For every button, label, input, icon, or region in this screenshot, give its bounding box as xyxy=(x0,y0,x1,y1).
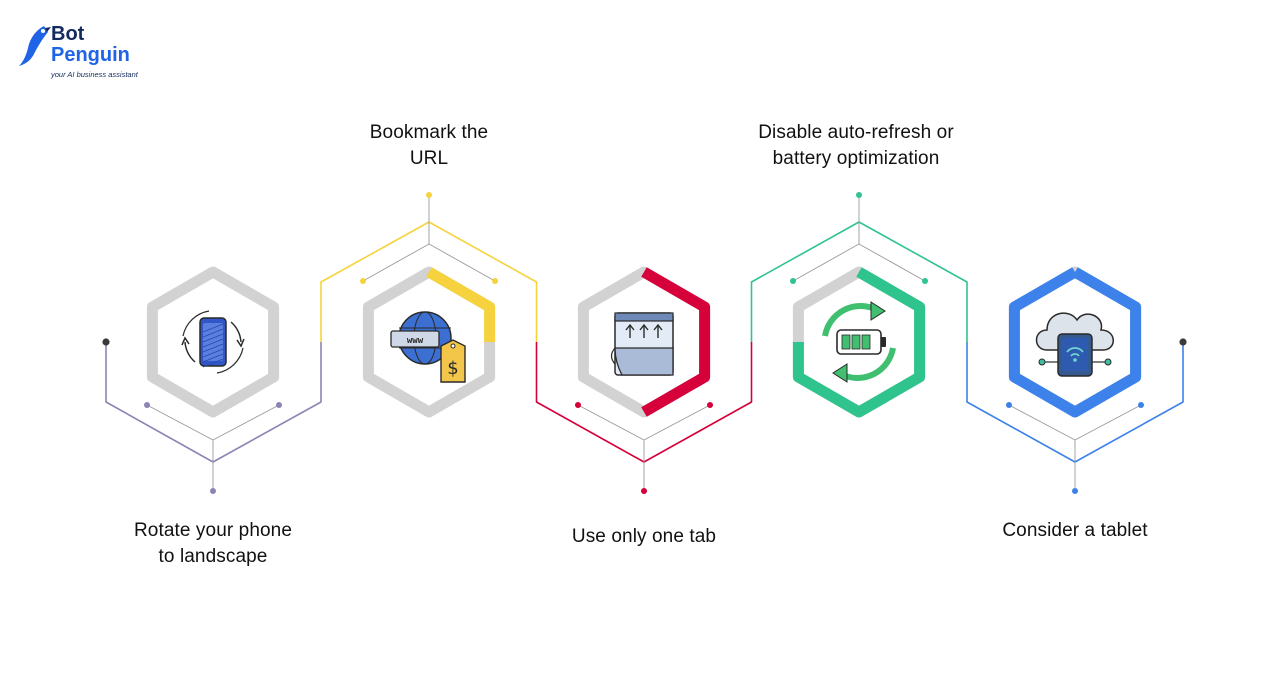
refresh-arc-top xyxy=(822,303,879,337)
penguin-logo-icon xyxy=(19,26,51,66)
spur-dot-rotate-0 xyxy=(144,402,150,408)
price-tag xyxy=(440,339,466,383)
left-endpoint-dot xyxy=(102,338,110,346)
price-tag-hole xyxy=(450,343,456,349)
inner-ring-accent-tablet xyxy=(1008,267,1142,418)
dollar-sign: $ xyxy=(447,358,458,379)
phone-hatch xyxy=(202,328,224,338)
brand-name-line1: Bot xyxy=(51,23,85,45)
node-dot-right xyxy=(1104,358,1112,366)
step-label-line: to landscape xyxy=(158,546,268,567)
step-label-tablet: Consider a tablet xyxy=(955,518,1195,544)
pointer-dot-one-tab xyxy=(641,488,647,494)
spur-dot-one-tab-0 xyxy=(575,402,581,408)
spur-dot-disable-1 xyxy=(922,278,928,284)
cloud-tablet-icon xyxy=(1035,312,1114,377)
cloud xyxy=(1035,312,1114,351)
spur-dot-rotate-1 xyxy=(276,402,282,408)
www-bar xyxy=(390,330,440,348)
wifi-arc-inner xyxy=(1070,353,1080,357)
spur-dot-one-tab-1 xyxy=(707,402,713,408)
step-rotate xyxy=(105,266,322,494)
browser-tab-icon xyxy=(610,312,674,376)
pointer-dot-disable xyxy=(856,192,862,198)
rotate-arrow-bottom xyxy=(184,341,196,363)
step-tablet xyxy=(966,266,1184,494)
botpenguin-logo: Bot Penguin your AI business assistant xyxy=(18,24,148,84)
tab-page-curl xyxy=(614,347,674,376)
inner-ring-accent-one-tab xyxy=(641,267,711,417)
step-label-rotate: Rotate your phone to landscape xyxy=(93,518,333,570)
refresh-arrowhead-bottom xyxy=(832,363,848,383)
phone-hatch xyxy=(202,323,224,333)
globe-www-price-tag-icon: www $ xyxy=(390,311,466,383)
brand-tagline: your AI business assistant xyxy=(51,70,138,79)
brand-name-line2: Penguin xyxy=(51,44,130,66)
step-label-line: Disable auto-refresh or xyxy=(758,122,954,143)
right-endpoint-dot xyxy=(1179,338,1187,346)
step-one-tab xyxy=(535,266,753,494)
spur-dot-disable-0 xyxy=(790,278,796,284)
step-label-one-tab: Use only one tab xyxy=(524,524,764,550)
spur-dot-tablet-0 xyxy=(1006,402,1012,408)
rotate-arrowhead-top xyxy=(236,338,245,348)
step-label-disable: Disable auto-refresh or battery optimizat… xyxy=(736,120,976,172)
spur-dot-bookmark-1 xyxy=(492,278,498,284)
phone-hatch xyxy=(202,338,224,348)
phone-hatch xyxy=(202,343,224,353)
spur-dot-bookmark-0 xyxy=(360,278,366,284)
inner-ring-accent-disable xyxy=(792,267,926,418)
pointer-dot-bookmark xyxy=(426,192,432,198)
node-dot-left xyxy=(1038,358,1046,366)
spur-dot-tablet-1 xyxy=(1138,402,1144,408)
battery-refresh-icon xyxy=(822,301,896,383)
refresh-arrowhead-top xyxy=(870,301,886,321)
rotate-phone-icon xyxy=(181,310,245,374)
step-label-line: battery optimization xyxy=(772,148,940,169)
rotate-arrow-top xyxy=(230,321,242,343)
battery-cap xyxy=(881,337,886,347)
www-text: www xyxy=(407,336,424,346)
step-label-line: URL xyxy=(409,148,449,169)
step-disable xyxy=(750,192,968,418)
phone-hatch xyxy=(202,333,224,343)
phone-hatch xyxy=(202,353,224,363)
rotate-arc-a xyxy=(182,310,210,337)
refresh-arc-bottom xyxy=(839,347,896,381)
step-label-line: Use only one tab xyxy=(571,526,717,547)
up-arrow-head-1 xyxy=(639,323,649,331)
step-label-line: Bookmark the xyxy=(369,122,489,143)
phone-hatch xyxy=(202,358,224,368)
pointer-dot-tablet xyxy=(1072,488,1078,494)
step-bookmark: www $ xyxy=(320,192,538,418)
battery-cell-2 xyxy=(861,334,871,350)
inner-ring-accent-bookmark xyxy=(426,267,496,342)
up-arrow-head-2 xyxy=(653,323,663,331)
up-arrow-head-0 xyxy=(625,323,635,331)
battery-cell-0 xyxy=(841,334,851,350)
inner-ring-rotate xyxy=(146,266,280,418)
phone-hatch xyxy=(202,348,224,358)
tab-curl-edge xyxy=(610,347,616,365)
step-label-line: Consider a tablet xyxy=(1002,520,1148,541)
step-label-line: Rotate your phone xyxy=(133,520,293,541)
rotate-arc-b xyxy=(216,347,244,374)
rotate-arrowhead-bottom xyxy=(181,336,190,346)
pointer-dot-rotate xyxy=(210,488,216,494)
phone-screen xyxy=(203,323,223,361)
battery-cell-1 xyxy=(851,334,861,350)
browser-titlebar xyxy=(614,312,674,322)
wifi-arc-outer xyxy=(1066,347,1084,353)
wifi-dot xyxy=(1073,358,1077,362)
